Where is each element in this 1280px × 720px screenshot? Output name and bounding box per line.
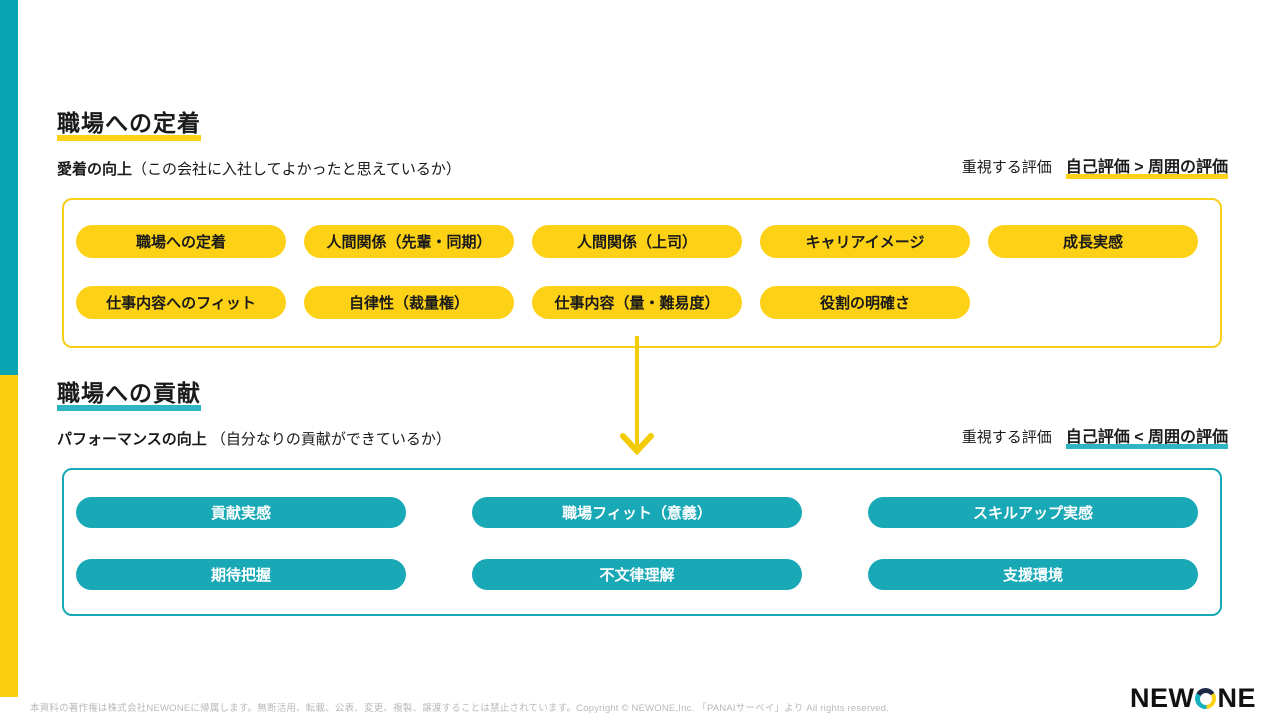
logo-text-left: NEW — [1129, 683, 1195, 713]
subtitle-lead: パフォーマンスの向上 — [57, 431, 207, 448]
logo-text-right: NE — [1217, 683, 1256, 713]
section-contribution-subrow: パフォーマンスの向上 （自分なりの貢献ができているか） 重視する評価 自己評価 … — [57, 423, 1228, 449]
newone-ring-icon — [1195, 688, 1217, 709]
contribution-factor-box: 貢献実感 職場フィット（意義） スキルアップ実感 期待把握 不文律理解 支援環境 — [62, 468, 1222, 616]
factor-pill: 仕事内容（量・難易度） — [532, 286, 742, 319]
section-retention-title: 職場への定着 — [57, 104, 201, 141]
section-retention-eval: 重視する評価 自己評価 > 周囲の評価 — [962, 153, 1228, 179]
subtitle-note: （自分なりの貢献ができているか） — [206, 431, 451, 448]
factor-pill: 自律性（裁量権） — [304, 286, 514, 319]
eval-value: 自己評価 < 周囲の評価 — [1065, 423, 1228, 449]
factor-pill: 役割の明確さ — [760, 286, 970, 319]
factor-pill: 人間関係（先輩・同期） — [304, 225, 514, 258]
section-contribution-eval: 重視する評価 自己評価 < 周囲の評価 — [962, 423, 1228, 449]
subtitle-lead: 愛着の向上 — [57, 161, 133, 178]
subtitle-note: （この会社に入社してよかったと思えているか） — [132, 161, 461, 178]
factor-pill: 支援環境 — [868, 559, 1198, 590]
eval-label: 重視する評価 — [961, 159, 1052, 176]
left-accent-bar-teal — [0, 0, 18, 375]
factor-pill: 期待把握 — [76, 559, 406, 590]
left-accent-bar-yellow — [0, 375, 18, 697]
factor-pill: キャリアイメージ — [760, 225, 970, 258]
factor-pill: 職場への定着 — [76, 225, 286, 258]
section-contribution-title: 職場への貢献 — [57, 374, 201, 411]
factor-pill: 成長実感 — [988, 225, 1198, 258]
factor-pill: 人間関係（上司） — [532, 225, 742, 258]
newone-logo: NEW NE — [1130, 683, 1256, 714]
section-retention-subtitle: 愛着の向上（この会社に入社してよかったと思えているか） — [57, 158, 461, 179]
factor-pill: 不文律理解 — [472, 559, 802, 590]
copyright-note: 本資料の著作権は株式会社NEWONEに帰属します。無断活用、転載、公表、変更、複… — [30, 703, 889, 714]
factor-pill: 仕事内容へのフィット — [76, 286, 286, 319]
retention-factor-box: 職場への定着 人間関係（先輩・同期） 人間関係（上司） キャリアイメージ 成長実… — [62, 198, 1222, 348]
section-contribution-subtitle: パフォーマンスの向上 （自分なりの貢献ができているか） — [57, 428, 451, 449]
factor-pill: 職場フィット（意義） — [472, 497, 802, 528]
down-arrow-icon — [617, 336, 657, 458]
eval-value: 自己評価 > 周囲の評価 — [1065, 153, 1228, 179]
section-contribution: 職場への貢献 パフォーマンスの向上 （自分なりの貢献ができているか） 重視する評… — [57, 374, 1228, 616]
factor-pill: スキルアップ実感 — [868, 497, 1198, 528]
eval-label: 重視する評価 — [961, 429, 1052, 446]
section-retention: 職場への定着 愛着の向上（この会社に入社してよかったと思えているか） 重視する評… — [57, 104, 1228, 348]
factor-pill: 貢献実感 — [76, 497, 406, 528]
section-retention-subrow: 愛着の向上（この会社に入社してよかったと思えているか） 重視する評価 自己評価 … — [57, 153, 1228, 179]
